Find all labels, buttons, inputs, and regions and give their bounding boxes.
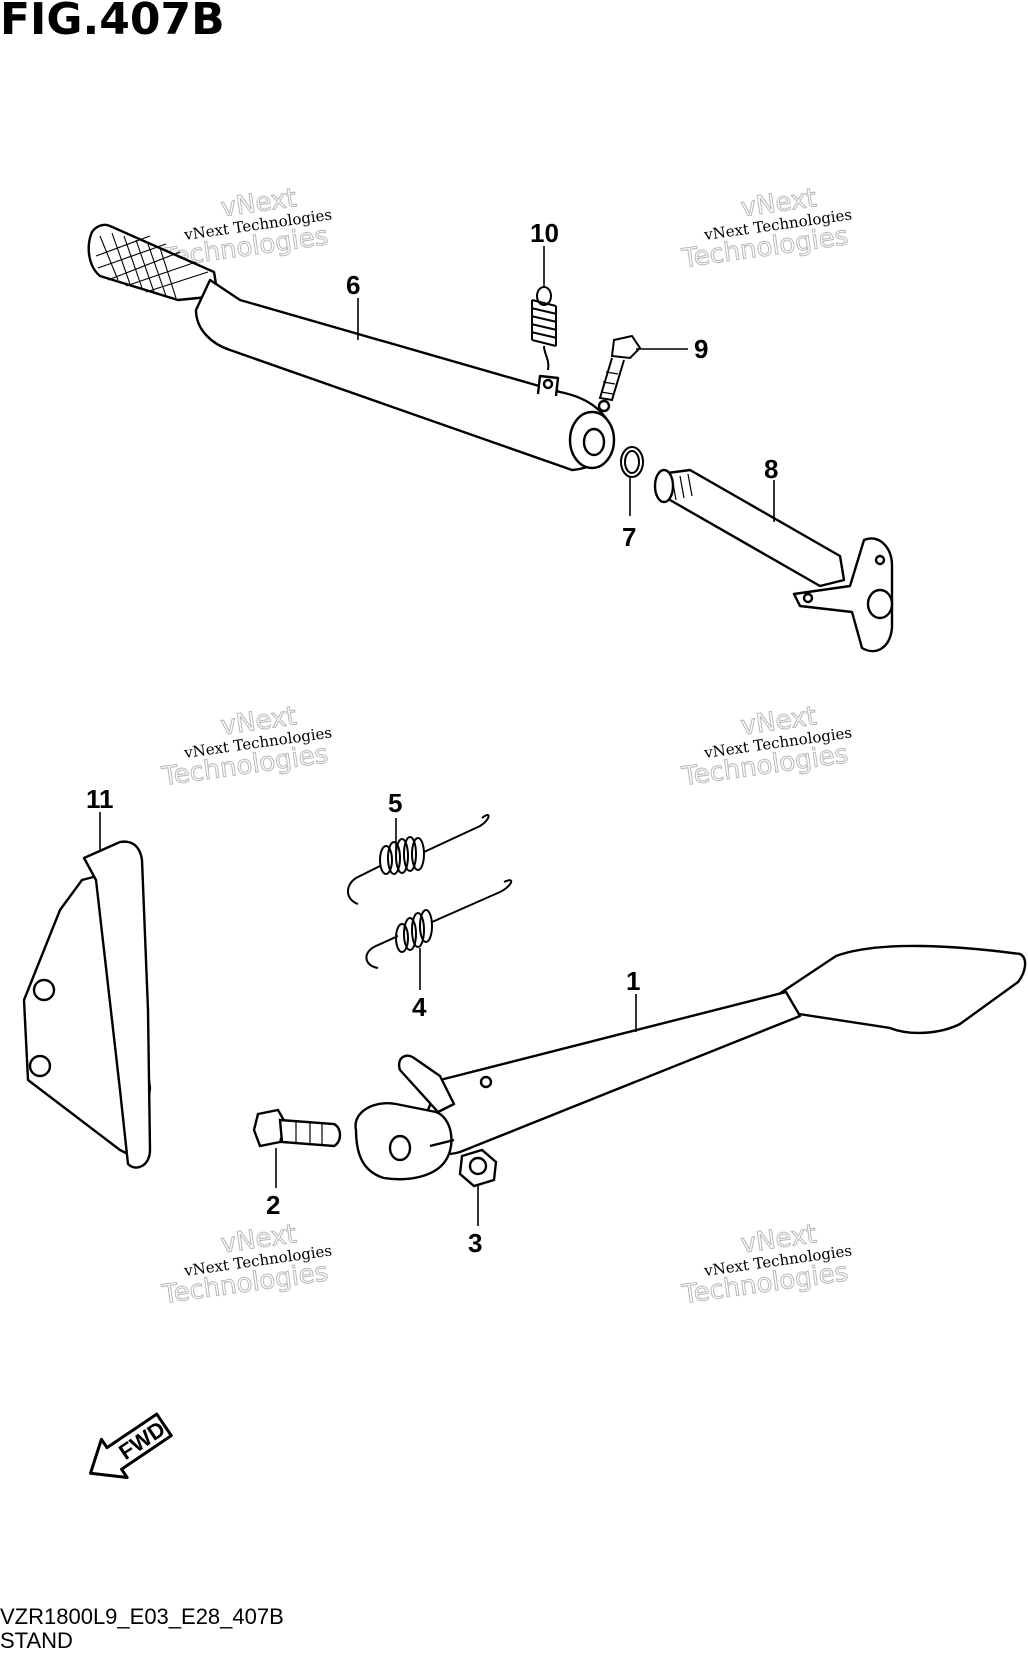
shaft-bracket	[792, 537, 894, 653]
part-2-pivot-bolt[interactable]	[252, 1108, 342, 1148]
callout-3: 3	[468, 1228, 482, 1258]
grip-knurl-pattern-icon	[95, 232, 209, 299]
stand-lever-spline-bore	[582, 427, 606, 457]
watermark-bottom-right: vNext Technologies vNext Technologies	[679, 1219, 853, 1311]
diagram-code: VZR1800L9_E03_E28_407B	[0, 1604, 284, 1629]
part-3-nut[interactable]	[458, 1148, 498, 1188]
callout-7: 7	[622, 522, 636, 552]
watermark-top-right: vNext Technologies vNext Technologies	[679, 183, 853, 275]
part-5-spring[interactable]	[347, 814, 490, 905]
section-name: STAND	[0, 1628, 73, 1653]
side-stand-leg	[418, 990, 802, 1156]
watermark-mid-left: vNext Technologies vNext Technologies	[159, 701, 333, 793]
callout-11: 11	[86, 784, 114, 814]
side-stand-stopper-tab	[397, 1054, 456, 1114]
figure-title: FIG.407B	[0, 0, 225, 45]
callout-4: 4	[412, 992, 427, 1022]
part-8-stand-shaft[interactable]	[653, 468, 894, 653]
shaft-spline-end	[653, 468, 675, 504]
part-4-spring[interactable]	[365, 879, 513, 969]
callout-9: 9	[694, 334, 708, 364]
callout-8: 8	[764, 454, 778, 484]
watermark-bottom-left: vNext Technologies vNext Technologies	[159, 1219, 333, 1311]
part-1-side-stand[interactable]	[354, 944, 1027, 1181]
bracket-rib	[82, 840, 152, 1169]
callout-5: 5	[388, 788, 402, 818]
part-9-bolt[interactable]	[598, 334, 642, 402]
part-6-stand-lever[interactable]	[87, 223, 616, 472]
part-10-spring[interactable]	[530, 286, 558, 371]
stand-lever-arm	[194, 278, 614, 472]
side-stand-spring-hook	[429, 1138, 455, 1148]
watermark-mid-right: vNext Technologies vNext Technologies	[679, 701, 853, 793]
part-11-bracket[interactable]	[22, 840, 152, 1169]
callout-10: 10	[530, 218, 559, 248]
fwd-direction-arrow-icon: FWD	[88, 1412, 173, 1479]
callout-6: 6	[346, 270, 360, 300]
callout-1: 1	[626, 966, 640, 996]
shaft-body	[658, 468, 846, 588]
side-stand-foot	[768, 944, 1027, 1035]
leader-lines	[99, 246, 775, 1226]
part-7-o-ring[interactable]	[620, 446, 644, 478]
callout-labels: 6 10 9 7 8 11 5 4 1 2 3	[86, 218, 778, 1258]
callout-2: 2	[266, 1190, 280, 1220]
